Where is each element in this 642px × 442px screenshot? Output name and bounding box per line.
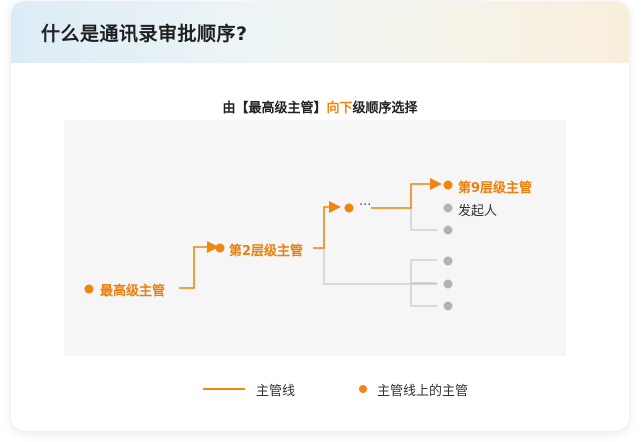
legend-dot-swatch bbox=[359, 385, 367, 393]
supervisor-line-seg-1 bbox=[179, 246, 207, 289]
legend-line-swatch bbox=[203, 388, 245, 390]
gray-dots bbox=[443, 203, 453, 311]
card-header: 什么是通讯录审批顺序? bbox=[11, 1, 629, 63]
gray-connectors bbox=[318, 208, 437, 307]
diagram-title-prefix: 由【最高级主管】 bbox=[222, 101, 327, 116]
diagram-title-suffix: 级顺序选择 bbox=[352, 101, 418, 116]
dot-level9 bbox=[443, 180, 453, 190]
label-level2: 第2层级主管 bbox=[229, 244, 304, 259]
connector-to-gray-nodes bbox=[410, 259, 437, 307]
label-ellipsis: ··· bbox=[359, 198, 372, 213]
legend-line-label: 主管线 bbox=[256, 384, 296, 399]
connector-to-gray-node-1 bbox=[410, 208, 437, 231]
arrow-to-level9 bbox=[430, 178, 442, 190]
dot-initiator bbox=[443, 203, 453, 213]
label-level9: 第9层级主管 bbox=[458, 181, 533, 196]
legend: 主管线 主管线上的主管 bbox=[11, 379, 629, 399]
supervisor-line-seg-3 bbox=[371, 183, 431, 209]
dot-gray-3 bbox=[443, 279, 453, 289]
approval-flow-diagram bbox=[84, 178, 453, 311]
label-initiator: 发起人 bbox=[458, 204, 498, 219]
arrowheads bbox=[207, 178, 442, 253]
supervisor-dots bbox=[84, 180, 453, 294]
label-top-supervisor: 最高级主管 bbox=[100, 284, 166, 299]
arrow-to-level2 bbox=[207, 241, 219, 253]
dot-gray-1 bbox=[443, 225, 453, 235]
supervisor-line bbox=[179, 183, 431, 289]
card-title: 什么是通讯录审批顺序? bbox=[41, 22, 248, 45]
dot-top-supervisor bbox=[84, 284, 94, 294]
connector-to-initiator-branch bbox=[318, 247, 437, 285]
legend-dot-label: 主管线上的主管 bbox=[377, 384, 469, 399]
dot-gray-2 bbox=[443, 256, 453, 266]
arrow-to-ellipsis bbox=[329, 201, 341, 213]
diagram-title: 由【最高级主管】向下级顺序选择 bbox=[11, 97, 629, 116]
dot-gray-4 bbox=[443, 301, 453, 311]
supervisor-line-seg-2 bbox=[313, 206, 329, 249]
diagram-title-highlight: 向下 bbox=[326, 101, 353, 116]
dot-level2 bbox=[215, 243, 225, 253]
dot-intermediate bbox=[344, 203, 354, 213]
diagram-area bbox=[64, 120, 566, 356]
info-card: 什么是通讯录审批顺序? 由【最高级主管】向下级顺序选择 bbox=[11, 1, 629, 431]
